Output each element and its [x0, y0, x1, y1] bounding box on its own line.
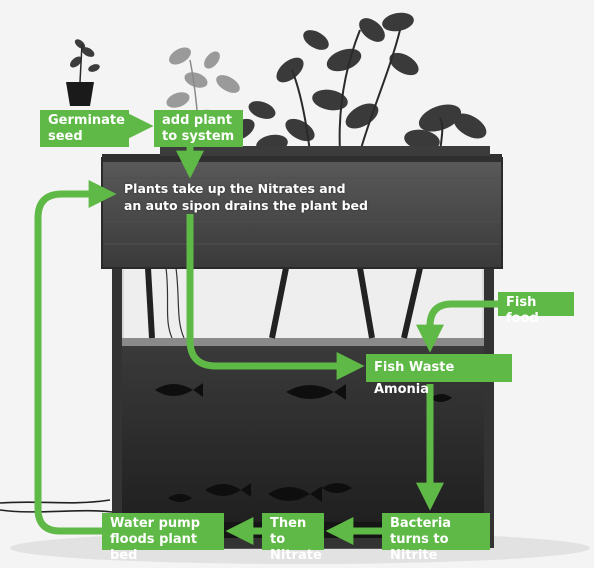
label-add-plant: add plant to system: [154, 110, 243, 147]
seedling-pot: [66, 39, 100, 106]
label-fish-food: Fish food: [498, 292, 574, 326]
label-germinate-seed: Germinate seed: [40, 110, 129, 147]
arrow-bed-to-fishwaste: [186, 214, 365, 380]
label-fish-waste-amonia: Fish Waste Amonia: [366, 354, 512, 397]
label-then-to-nitrate: Then to Nitrate: [262, 513, 324, 563]
label-water-pump: Water pump floods plant bed: [102, 513, 224, 563]
label-bacteria-nitrite: Bacteria turns to Nitrite: [382, 513, 490, 563]
flow-arrows: [34, 112, 500, 545]
fish-silhouettes: [155, 383, 452, 502]
arrow-pump-to-bed: [34, 180, 117, 535]
plant-bed: [101, 154, 503, 269]
power-cords: [0, 499, 113, 513]
label-plants-take-up-nitrates: Plants take up the Nitrates and an auto …: [124, 181, 368, 213]
arrow-fishfood-to-fishwaste: [416, 300, 500, 353]
